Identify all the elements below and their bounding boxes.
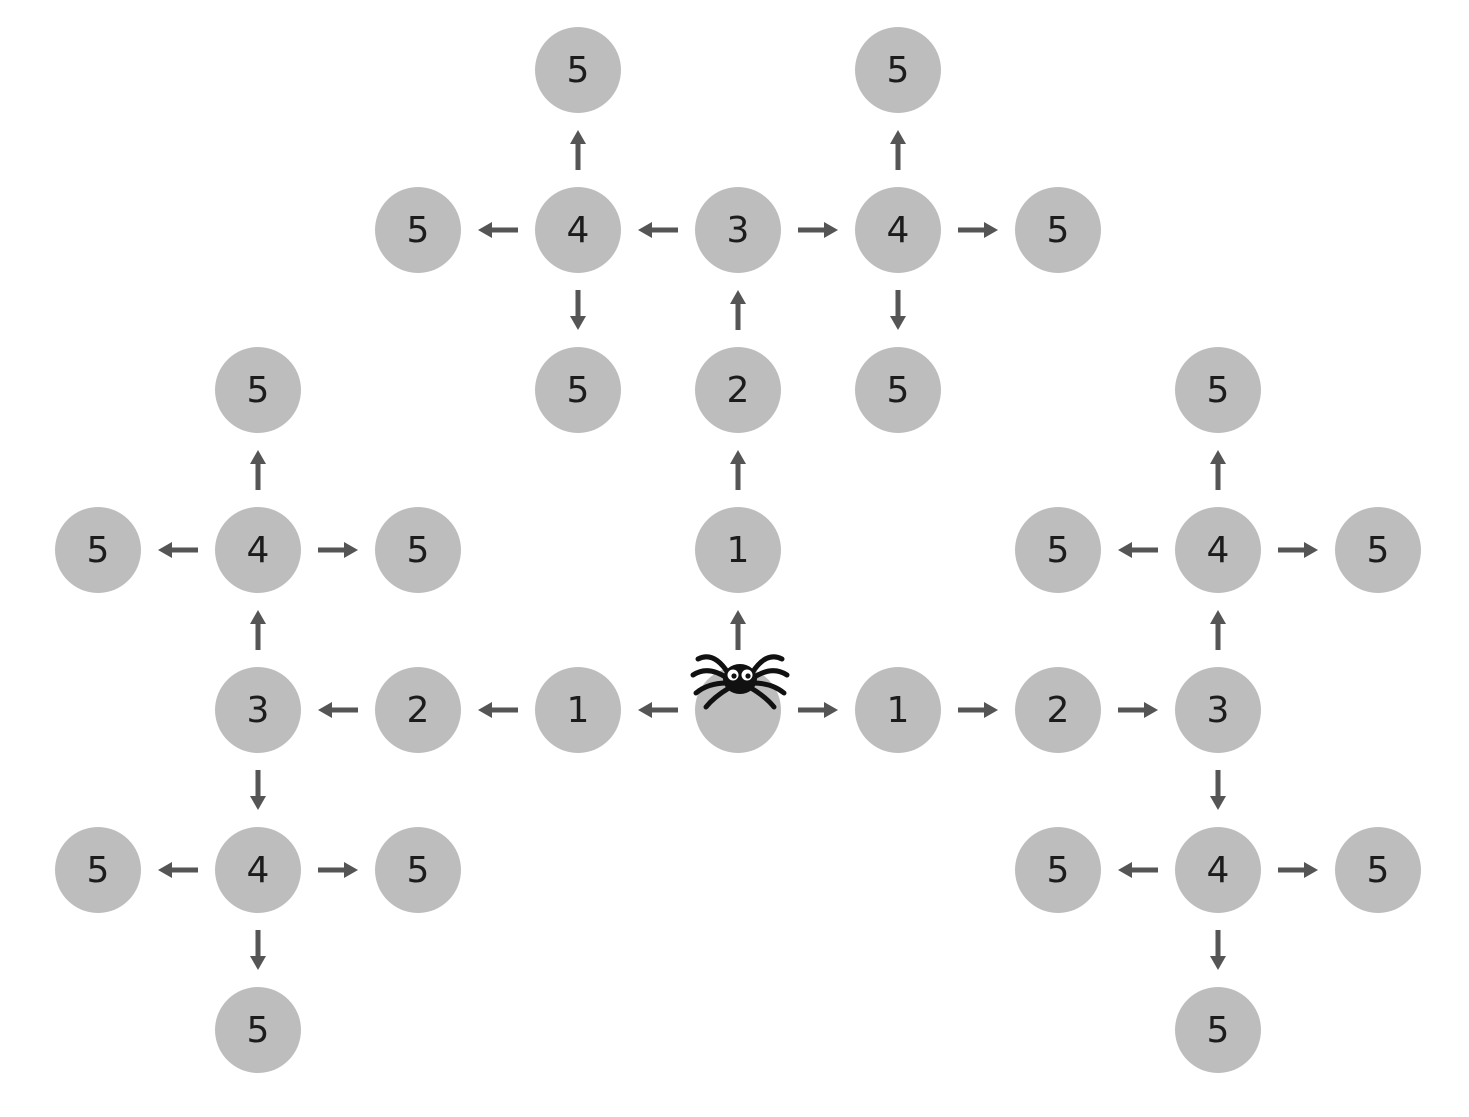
path-node: 2 (375, 667, 461, 753)
path-node: 4 (1175, 827, 1261, 913)
path-node: 5 (55, 507, 141, 593)
path-node: 5 (1015, 187, 1101, 273)
path-node: 1 (855, 667, 941, 753)
spider-icon (690, 654, 790, 710)
path-node: 1 (695, 507, 781, 593)
path-node: 2 (695, 347, 781, 433)
path-node: 5 (375, 187, 461, 273)
path-node: 5 (215, 347, 301, 433)
path-node: 4 (1175, 507, 1261, 593)
path-node: 3 (1175, 667, 1261, 753)
path-node: 5 (215, 987, 301, 1073)
path-node: 4 (215, 827, 301, 913)
path-node: 5 (1015, 827, 1101, 913)
path-node: 5 (855, 27, 941, 113)
path-node: 5 (855, 347, 941, 433)
path-node: 5 (1015, 507, 1101, 593)
path-node: 1 (535, 667, 621, 753)
path-node: 5 (535, 27, 621, 113)
path-node: 5 (535, 347, 621, 433)
path-node: 3 (695, 187, 781, 273)
path-node: 5 (375, 507, 461, 593)
path-node: 5 (55, 827, 141, 913)
path-node: 2 (1015, 667, 1101, 753)
path-node: 5 (1175, 987, 1261, 1073)
path-node: 5 (375, 827, 461, 913)
path-node: 5 (1335, 827, 1421, 913)
path-node: 5 (1335, 507, 1421, 593)
path-node: 4 (215, 507, 301, 593)
path-node: 4 (855, 187, 941, 273)
path-node: 5 (1175, 347, 1261, 433)
path-node: 4 (535, 187, 621, 273)
path-node: 3 (215, 667, 301, 753)
